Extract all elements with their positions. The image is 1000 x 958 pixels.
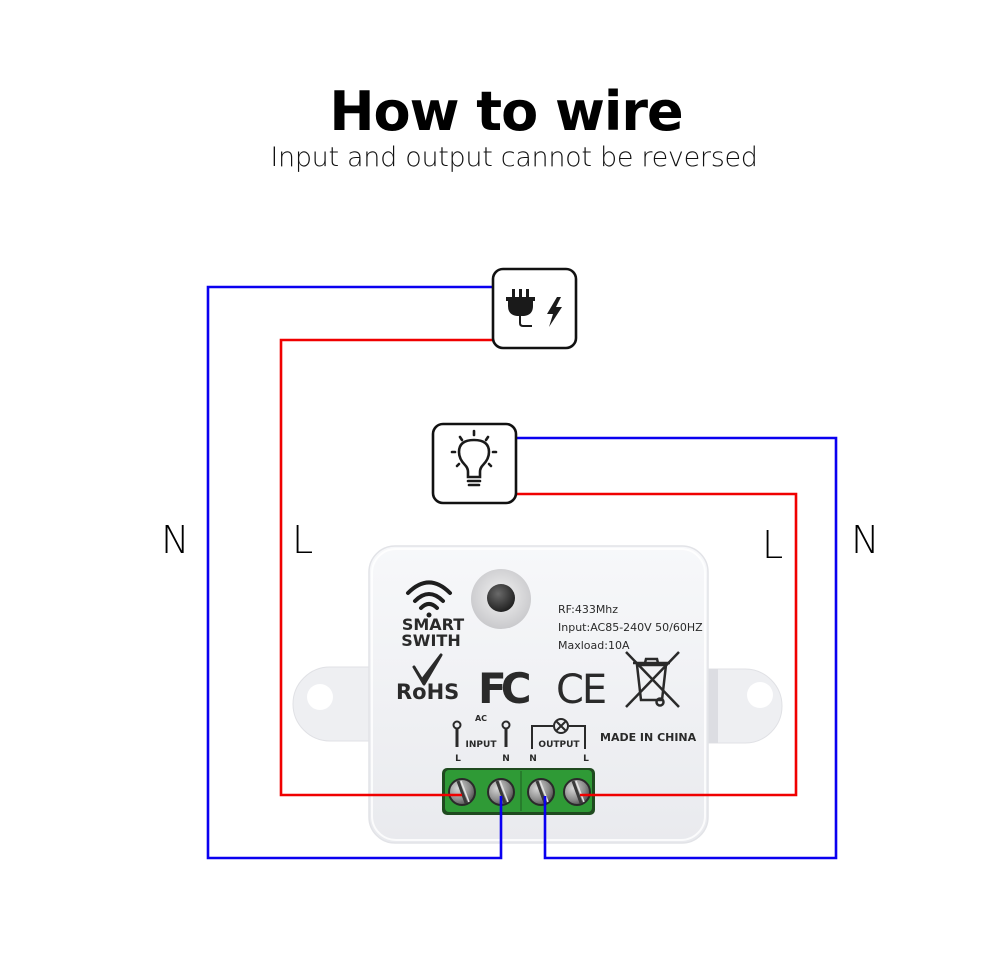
input-marking bbox=[452, 720, 511, 747]
mounting-ear-left bbox=[292, 666, 373, 742]
wifi-icon bbox=[406, 580, 452, 618]
light-bulb-icon bbox=[450, 429, 498, 487]
load-node bbox=[431, 422, 518, 505]
wire-label-left-live: L bbox=[292, 518, 314, 562]
brand-line-1: SMART bbox=[402, 615, 464, 634]
neutral-wire-input bbox=[206, 285, 503, 860]
terminal-screw-3[interactable] bbox=[527, 778, 555, 806]
plug-icon bbox=[506, 289, 535, 327]
input-label: INPUT bbox=[466, 740, 498, 750]
wire-label-left-neutral: N bbox=[161, 518, 190, 562]
spec-input: Input:AC85-240V 50/60HZ bbox=[558, 621, 703, 634]
output-marking bbox=[531, 718, 586, 749]
page-title: How to wire bbox=[329, 80, 683, 143]
pairing-button[interactable] bbox=[471, 569, 531, 629]
output-label: OUTPUT bbox=[538, 740, 580, 750]
page-subtitle: Input and output cannot be reversed bbox=[270, 142, 758, 173]
live-wire-input bbox=[279, 338, 493, 797]
terminal-label-2: N bbox=[502, 754, 510, 764]
ce-mark: CE bbox=[556, 667, 605, 713]
neutral-wire-output bbox=[516, 436, 838, 860]
made-in-label: MADE IN CHINA bbox=[600, 731, 697, 744]
weee-bin-icon bbox=[625, 651, 680, 708]
power-source-node bbox=[491, 267, 578, 350]
lightning-icon bbox=[547, 297, 562, 327]
terminal-block bbox=[442, 768, 595, 815]
live-wire-output bbox=[516, 492, 798, 797]
fcc-mark: FC bbox=[478, 664, 530, 713]
wire-label-right-live: L bbox=[762, 523, 784, 567]
mounting-ear-right bbox=[705, 668, 783, 744]
wires bbox=[206, 285, 838, 860]
spec-rf: RF:433Mhz bbox=[558, 603, 618, 616]
rohs-check-icon bbox=[412, 653, 443, 686]
terminal-label-4: L bbox=[583, 754, 589, 764]
terminal-label-3: N bbox=[529, 754, 537, 764]
terminal-screw-2[interactable] bbox=[487, 778, 515, 806]
brand-line-2: SWITH bbox=[401, 631, 460, 650]
terminal-screw-4[interactable] bbox=[563, 778, 591, 806]
ac-label: AC bbox=[475, 714, 487, 723]
rohs-mark: RoHS bbox=[396, 680, 459, 704]
wire-label-right-neutral: N bbox=[851, 518, 880, 562]
terminal-screw-1[interactable] bbox=[448, 778, 476, 806]
terminal-label-1: L bbox=[455, 754, 461, 764]
spec-maxload: Maxload:10A bbox=[558, 639, 630, 652]
